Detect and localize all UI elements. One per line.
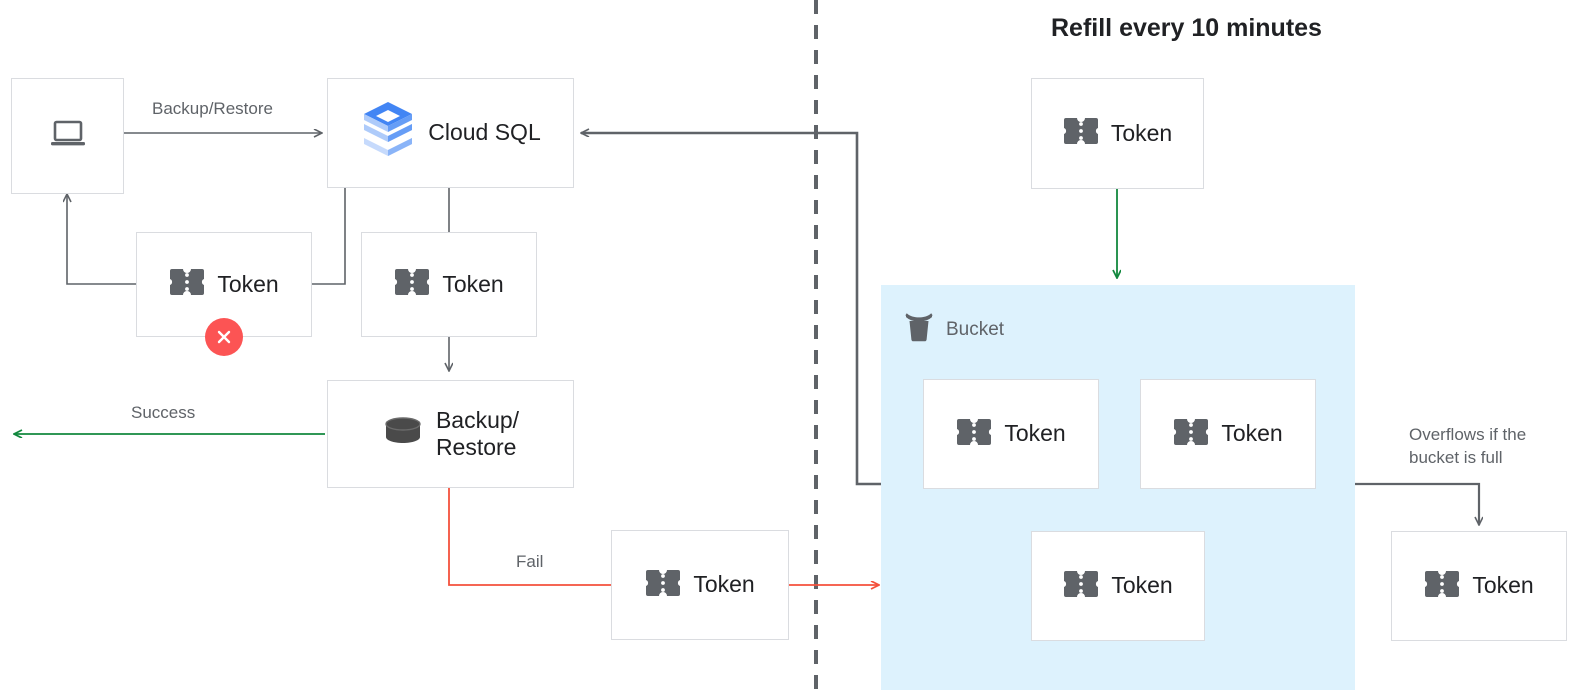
token-icon [956, 417, 992, 452]
node-client[interactable] [11, 78, 124, 194]
node-label: Token [1110, 119, 1173, 146]
node-token-refill[interactable]: Token [1031, 78, 1204, 189]
bucket-icon [903, 312, 935, 347]
node-token-overflow[interactable]: Token [1391, 531, 1567, 641]
token-icon [645, 568, 681, 603]
node-label: Token [217, 270, 279, 297]
token-icon [394, 267, 430, 302]
cloud-sql-icon [360, 100, 416, 167]
page-title: Refill every 10 minutes [1051, 14, 1322, 42]
node-label: Token [693, 571, 755, 598]
node-token-bucket-3[interactable]: Token [1031, 531, 1205, 641]
laptop-icon [49, 118, 87, 155]
bucket-header: Bucket [903, 312, 1004, 347]
node-token-bucket-2[interactable]: Token [1140, 379, 1316, 489]
node-token-consumed[interactable]: Token [361, 232, 537, 337]
error-x-icon [205, 318, 243, 356]
wire-bucket-to-cloudsql [581, 133, 881, 486]
node-token-fail-out[interactable]: Token [611, 530, 789, 640]
node-label: Token [1004, 420, 1066, 447]
node-label: Token [1472, 572, 1534, 599]
edge-label-overflow: Overflows if the bucket is full [1409, 425, 1527, 467]
node-label: Token [1221, 420, 1283, 447]
wire-bucket-overflow [1355, 482, 1479, 525]
node-backup-restore[interactable]: Backup/ Restore [327, 380, 574, 488]
database-icon [382, 415, 424, 454]
wire-cloudsql-to-token-failed [312, 188, 346, 285]
node-label: Token [442, 270, 504, 297]
token-icon [1063, 569, 1099, 604]
edge-label-backup-restore: Backup/Restore [152, 99, 273, 118]
node-cloud-sql[interactable]: Cloud SQL [327, 78, 574, 188]
bucket-label: Bucket [946, 318, 1005, 340]
token-icon [1173, 417, 1209, 452]
node-token-bucket-1[interactable]: Token [923, 379, 1099, 489]
token-icon [1424, 569, 1460, 604]
edge-label-success: Success [131, 403, 196, 422]
node-label: Token [1111, 572, 1173, 599]
token-icon [169, 267, 205, 302]
edge-label-fail: Fail [516, 552, 544, 571]
token-icon [1063, 116, 1099, 151]
wire-token-failed-to-client [67, 194, 136, 285]
node-label: Cloud SQL [428, 119, 541, 146]
node-label: Backup/ Restore [435, 406, 520, 460]
